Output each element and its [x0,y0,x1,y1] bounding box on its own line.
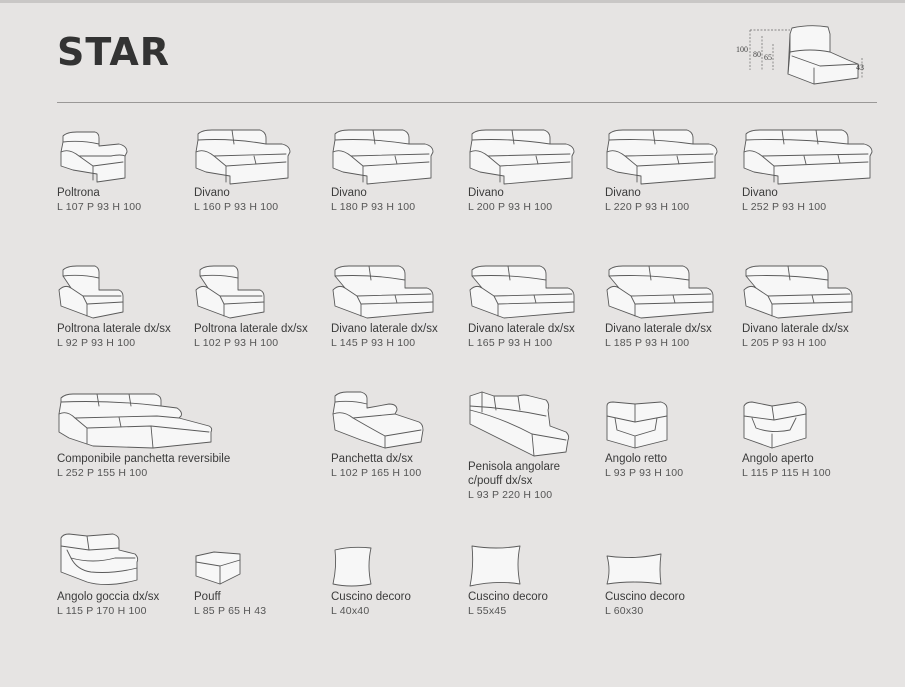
catalog-item[interactable]: Poltrona laterale dx/sx L 102 P 93 H 100 [194,262,326,350]
catalog-item[interactable]: Cuscino decoro L 55x45 [468,542,600,618]
item-size: L 107 P 93 H 100 [57,201,142,213]
catalog-item[interactable]: Angolo aperto L 115 P 115 H 100 [742,400,874,480]
side-sofa-xxl-icon [743,265,853,319]
item-size: L 220 P 93 H 100 [605,201,690,213]
item-name: Angolo aperto [742,453,814,465]
item-name: Componibile panchetta reversibile [57,453,231,465]
item-name: Angolo goccia dx/sx [57,591,160,603]
item-name: Divano laterale dx/sx [331,323,438,335]
item-name: Panchetta dx/sx [331,453,413,465]
sofa-2-seat-xl-icon [469,129,575,185]
catalog-item[interactable]: Divano laterale dx/sx L 185 P 93 H 100 [605,262,737,350]
sofa-2-seat-large-icon [332,129,434,185]
cushion-square-icon [332,546,372,587]
item-name: Angolo retto [605,453,668,465]
item-size: L 93 P 93 H 100 [605,467,684,479]
svg-text:43: 43 [856,63,864,72]
catalog-item[interactable]: Divano laterale dx/sx L 205 P 93 H 100 [742,262,874,350]
side-armchair-icon [58,265,124,319]
drop-corner-icon [60,533,139,585]
catalog-item[interactable]: Divano L 200 P 93 H 100 [468,126,600,214]
pouf-icon [195,551,241,585]
item-size: L 85 P 65 H 43 [194,605,267,617]
item-name: Cuscino decoro [605,591,685,603]
catalog-item[interactable]: Divano laterale dx/sx L 145 P 93 H 100 [331,262,463,350]
catalog-item[interactable]: Divano L 252 P 93 H 100 [742,126,874,214]
item-name: Penisola angolare c/pouff dx/sx [468,461,561,487]
page-title: STAR [57,30,171,74]
catalog-item[interactable]: Divano laterale dx/sx L 165 P 93 H 100 [468,262,600,350]
item-name: Divano [605,187,641,199]
item-name: Cuscino decoro [331,591,411,603]
chaise-longue-icon [332,391,424,449]
dimension-diagram-icon: 100 80 65 43 [736,25,864,85]
item-name: Divano laterale dx/sx [468,323,575,335]
catalog-item[interactable]: Poltrona laterale dx/sx L 92 P 93 H 100 [57,262,189,350]
side-armchair-large-icon [195,265,265,319]
catalog-item[interactable]: Cuscino decoro L 40x40 [331,544,463,618]
catalog-item[interactable]: Penisola angolare c/pouff dx/sx L 93 P 2… [468,390,600,502]
item-size: L 200 P 93 H 100 [468,201,553,213]
cushion-rect-icon [606,553,662,585]
item-size: L 252 P 93 H 100 [742,201,827,213]
item-size: L 115 P 170 H 100 [57,605,147,617]
item-size: L 102 P 93 H 100 [194,337,279,349]
item-name: Divano laterale dx/sx [742,323,849,335]
item-size: L 93 P 220 H 100 [468,489,553,501]
catalog-item[interactable]: Cuscino decoro L 60x30 [605,552,737,618]
item-size: L 40x40 [331,605,370,617]
sofa-3-seat-icon [743,129,873,185]
catalog-item[interactable]: Divano L 220 P 93 H 100 [605,126,737,214]
side-sofa-icon [332,265,434,319]
catalog-item[interactable]: Poltrona L 107 P 93 H 100 [57,126,189,214]
catalog-item[interactable]: Pouff L 85 P 65 H 43 [194,550,326,618]
svg-text:80: 80 [753,50,761,59]
chaise-sofa-icon [58,393,213,449]
item-size: L 180 P 93 H 100 [331,201,416,213]
item-size: L 160 P 93 H 100 [194,201,279,213]
item-name: Cuscino decoro [468,591,548,603]
peninsula-icon [469,391,570,457]
item-name: Divano laterale dx/sx [605,323,712,335]
item-name: Pouff [194,591,221,603]
item-size: L 205 P 93 H 100 [742,337,827,349]
item-name: Divano [742,187,778,199]
item-size: L 145 P 93 H 100 [331,337,416,349]
header-divider [57,102,877,103]
catalog-item[interactable]: Angolo goccia dx/sx L 115 P 170 H 100 [57,532,189,618]
item-name: Poltrona laterale dx/sx [194,323,308,335]
item-size: L 102 P 165 H 100 [331,467,422,479]
sofa-2-seat-xxl-icon [606,129,718,185]
armchair-icon [60,131,128,183]
open-corner-icon [743,401,807,449]
cushion-medium-icon [469,545,521,587]
top-border [0,0,905,3]
side-sofa-xl-icon [606,265,714,319]
item-size: L 185 P 93 H 100 [605,337,690,349]
item-name: Divano [194,187,230,199]
catalog-item[interactable]: Componibile panchetta reversibile L 252 … [57,390,237,480]
item-name: Divano [468,187,504,199]
item-size: L 165 P 93 H 100 [468,337,553,349]
catalog-item[interactable]: Panchetta dx/sx L 102 P 165 H 100 [331,390,463,480]
item-name: Poltrona laterale dx/sx [57,323,171,335]
item-size: L 115 P 115 H 100 [742,467,831,479]
svg-text:65: 65 [764,53,772,62]
item-size: L 60x30 [605,605,644,617]
catalog-item[interactable]: Divano L 160 P 93 H 100 [194,126,326,214]
item-size: L 252 P 155 H 100 [57,467,148,479]
item-size: L 55x45 [468,605,507,617]
item-name: Divano [331,187,367,199]
sofa-2-seat-icon [195,129,291,185]
right-corner-icon [606,401,668,449]
side-sofa-large-icon [469,265,575,319]
item-size: L 92 P 93 H 100 [57,337,136,349]
svg-text:100: 100 [736,45,748,54]
catalog-item[interactable]: Angolo retto L 93 P 93 H 100 [605,400,737,480]
catalog-item[interactable]: Divano L 180 P 93 H 100 [331,126,463,214]
item-name: Poltrona [57,187,100,199]
